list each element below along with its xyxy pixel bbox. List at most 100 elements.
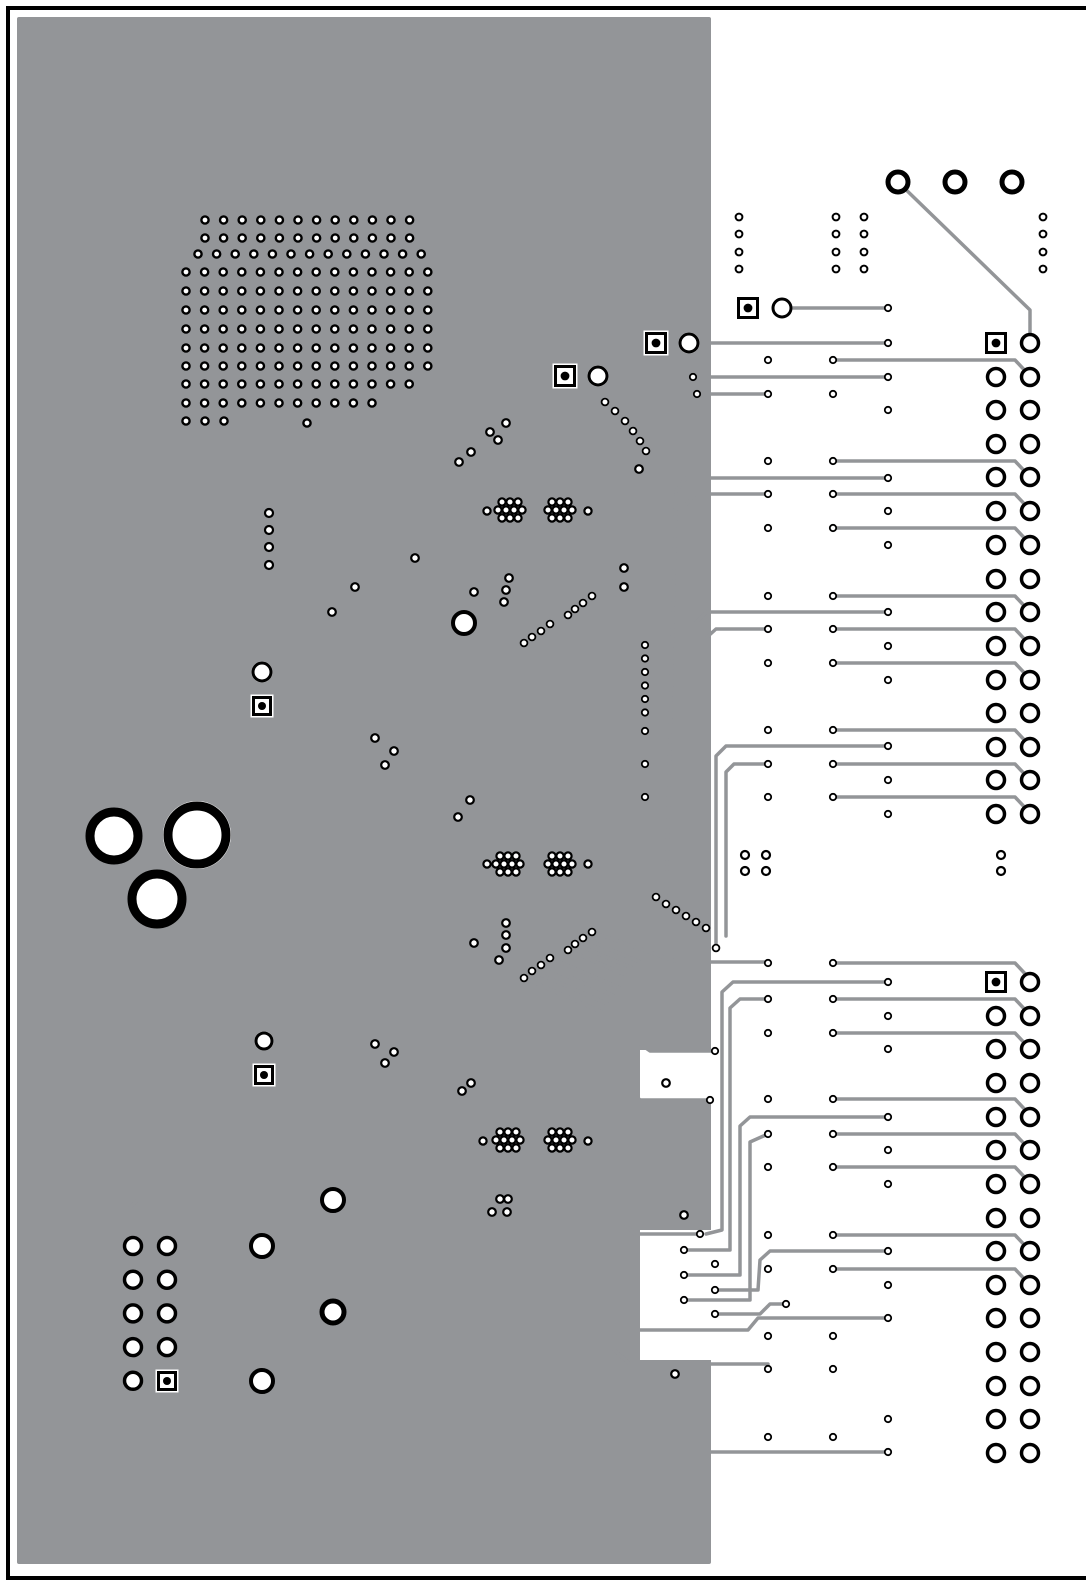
via xyxy=(828,1162,838,1172)
bga-via xyxy=(329,343,340,353)
bga-via xyxy=(422,361,433,371)
bga-via xyxy=(404,286,415,296)
connector-pin xyxy=(985,736,1007,758)
header-pin xyxy=(156,1336,178,1358)
bga-via xyxy=(329,361,340,371)
via xyxy=(883,338,893,348)
via xyxy=(734,212,744,222)
connector-pin xyxy=(1019,1038,1041,1060)
via xyxy=(859,264,869,274)
via xyxy=(504,573,514,583)
header-pin xyxy=(122,1370,144,1392)
flower-via xyxy=(497,497,507,507)
via xyxy=(482,506,492,516)
bga-via xyxy=(218,398,228,408)
connector-pin xyxy=(1019,1307,1041,1329)
connector-pin xyxy=(1019,736,1041,758)
bga-via xyxy=(348,324,359,334)
bga-via xyxy=(230,249,240,259)
connector-pin xyxy=(985,1005,1007,1027)
via xyxy=(828,1331,838,1341)
bga-via xyxy=(302,418,312,428)
connector-pin xyxy=(985,1173,1007,1195)
bga-via xyxy=(292,343,303,353)
via xyxy=(828,958,838,968)
connector-pin xyxy=(985,500,1007,522)
bga-via xyxy=(211,249,222,259)
bga-via xyxy=(367,233,378,243)
bga-via xyxy=(292,361,303,371)
connector-pin xyxy=(985,669,1007,691)
connector-pin xyxy=(1019,702,1041,724)
bga-via xyxy=(385,379,396,389)
pad xyxy=(771,297,793,319)
header-pin xyxy=(122,1235,144,1257)
trace xyxy=(724,762,770,938)
board-outline xyxy=(6,6,1086,1580)
via xyxy=(600,397,610,407)
bga-via xyxy=(255,286,266,296)
connector-pin xyxy=(985,1408,1007,1430)
flower-via xyxy=(499,1135,509,1145)
bga-via xyxy=(237,233,247,243)
via xyxy=(640,654,650,663)
via xyxy=(501,930,511,940)
bga-via xyxy=(218,233,229,243)
connector-pin xyxy=(1019,1274,1041,1296)
large-pad xyxy=(320,1187,346,1213)
flower-via xyxy=(555,513,565,523)
via xyxy=(883,303,893,313)
bga-via xyxy=(367,215,378,225)
bga-via xyxy=(218,286,228,296)
bga-via xyxy=(181,379,191,389)
trace xyxy=(704,980,890,1236)
connector-pin xyxy=(1019,534,1041,556)
bga-via xyxy=(248,249,259,259)
via xyxy=(679,1295,689,1305)
square-pad-hole xyxy=(743,303,753,313)
bga-via xyxy=(386,233,396,243)
flower-via xyxy=(547,867,557,877)
via xyxy=(570,604,580,614)
connector-pin xyxy=(985,635,1007,657)
via xyxy=(380,1058,390,1068)
via xyxy=(466,447,476,457)
via xyxy=(763,1432,773,1442)
via xyxy=(563,945,573,955)
bga-via xyxy=(348,267,359,277)
large-pad xyxy=(249,1233,275,1259)
flower-via xyxy=(497,513,507,523)
bga-via xyxy=(218,379,228,389)
via xyxy=(883,1246,893,1256)
via xyxy=(1038,247,1048,257)
bga-via xyxy=(218,361,228,371)
bga-via xyxy=(181,398,191,408)
bga-via xyxy=(330,233,341,243)
bga-via xyxy=(404,361,415,371)
via xyxy=(570,939,580,949)
connector-pin xyxy=(985,601,1007,623)
via xyxy=(635,436,645,446)
bga-via xyxy=(181,286,191,296)
header-pin xyxy=(122,1303,144,1324)
connector-pin xyxy=(1019,466,1041,488)
connector-pin xyxy=(1019,971,1041,993)
flower-via xyxy=(491,1135,501,1145)
via xyxy=(640,792,650,802)
square-pad-hole xyxy=(258,702,266,710)
via xyxy=(1038,264,1048,274)
bga-via xyxy=(199,361,210,371)
via xyxy=(763,1331,773,1341)
via xyxy=(641,446,651,456)
flower-via xyxy=(503,1143,513,1153)
bga-via xyxy=(329,286,340,296)
via xyxy=(831,264,841,274)
via xyxy=(831,229,841,239)
bga-via xyxy=(255,233,266,243)
mounting-hole xyxy=(85,807,143,865)
via xyxy=(828,591,838,601)
via xyxy=(883,1011,893,1021)
large-pad xyxy=(942,169,968,195)
via xyxy=(651,892,661,902)
via xyxy=(763,958,773,968)
